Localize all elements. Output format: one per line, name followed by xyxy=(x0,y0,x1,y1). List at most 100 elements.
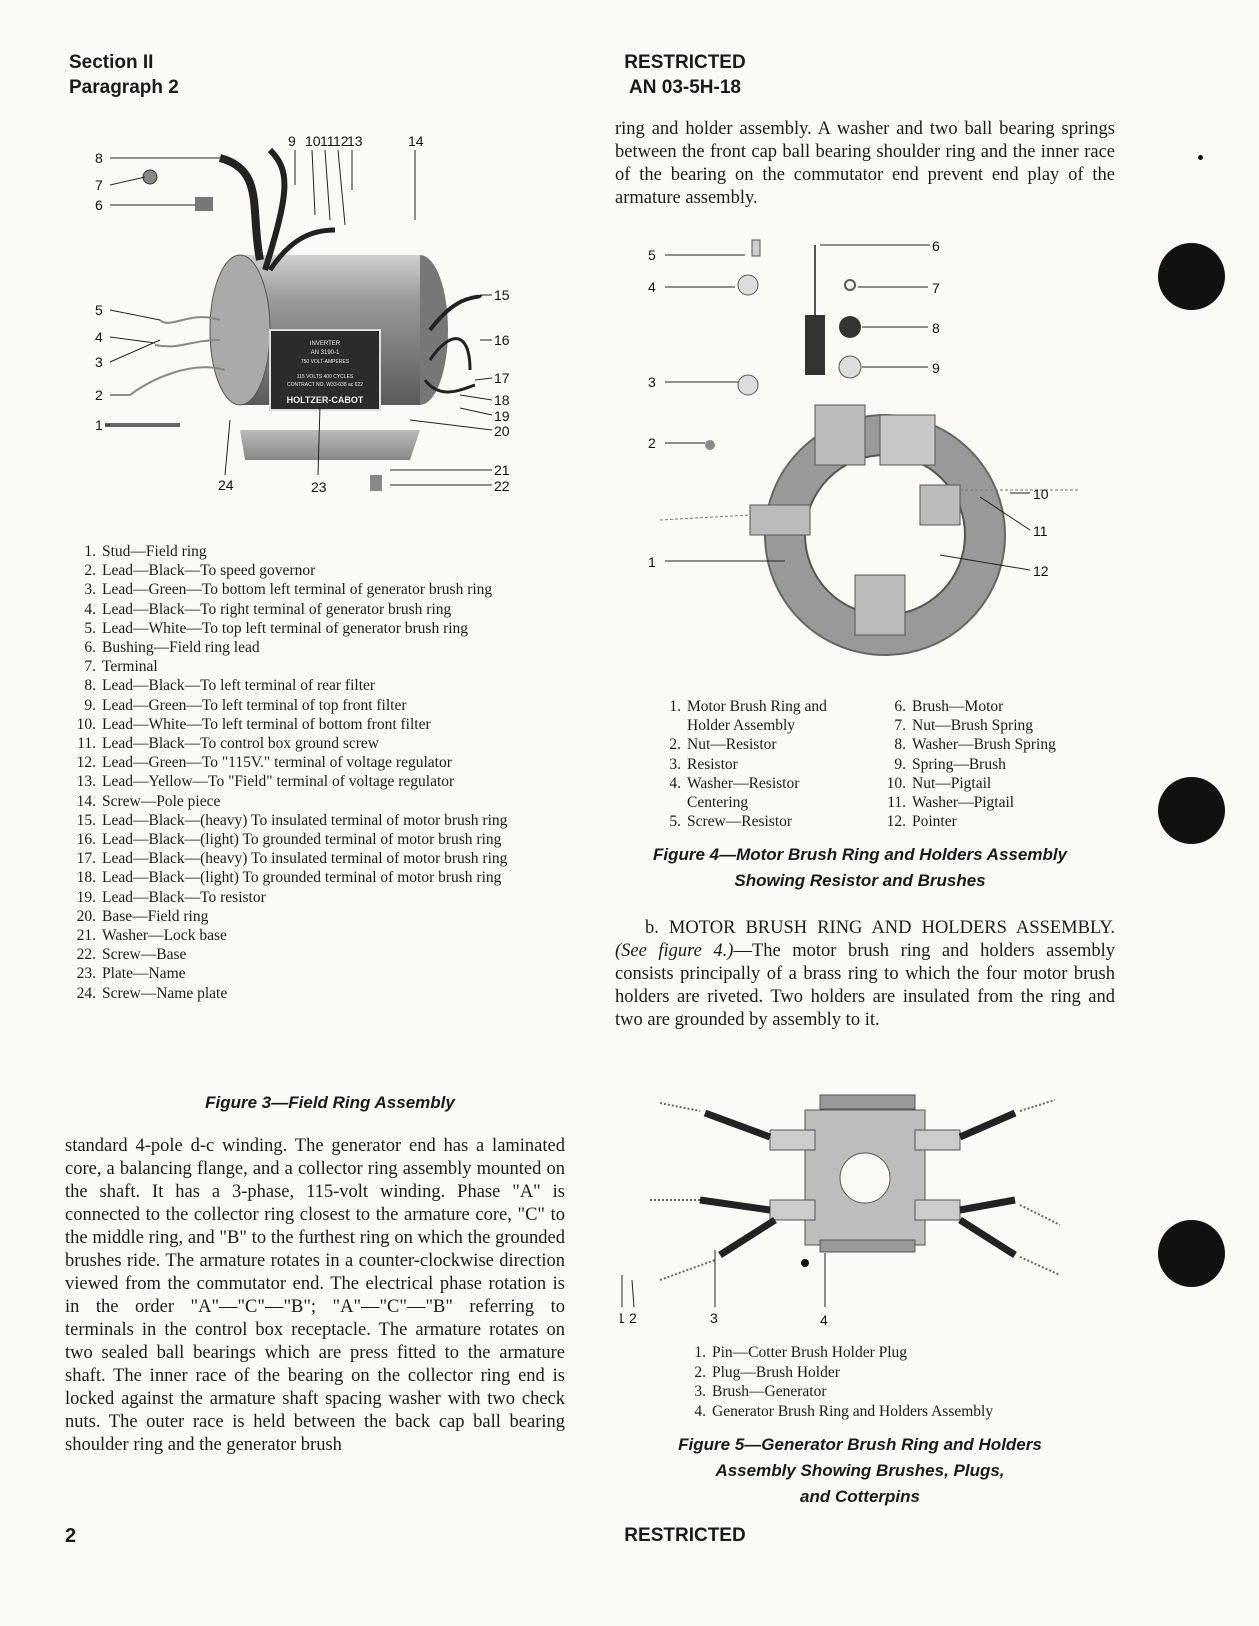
legend-item: 3.Lead—Green—To bottom left terminal of … xyxy=(70,580,610,599)
callout-24: 24 xyxy=(218,477,234,493)
callout-17: 17 xyxy=(494,370,510,386)
legend-item: 7.Nut—Brush Spring xyxy=(880,716,1130,735)
legend-item: 4. Washer—Resistor xyxy=(655,774,885,793)
legend-text: Base—Field ring xyxy=(102,907,209,925)
figure5-callouts: 1 2 3 4 xyxy=(620,1310,828,1325)
legend-text: Washer—Pigtail xyxy=(912,794,1015,812)
legend-text: Lead—Green—To "115V." terminal of voltag… xyxy=(102,754,452,772)
legend-number: 20. xyxy=(76,907,96,925)
callout-22: 22 xyxy=(494,478,510,494)
legend-item: 1.Motor Brush Ring and xyxy=(655,697,885,716)
legend-text: Lead—Black—(heavy) To insulated terminal… xyxy=(102,850,508,868)
page-number: 2 xyxy=(65,1525,77,1547)
brush-mr xyxy=(959,1196,1016,1214)
legend-item: 13.Lead—Yellow—To "Field" terminal of vo… xyxy=(70,772,610,791)
callout-1: 1 xyxy=(95,417,103,433)
punch-hole xyxy=(1158,777,1225,844)
callout-4: 4 xyxy=(95,329,103,345)
callout-19: 19 xyxy=(494,408,510,424)
legend-text: Screw—Name plate xyxy=(102,984,228,1002)
plate-brand: HOLTZER-CABOT xyxy=(287,395,364,405)
figure4-caption-line1: Figure 4—Motor Brush Ring and Holders As… xyxy=(652,845,1068,864)
left-body-text: standard 4-pole d-c winding. The generat… xyxy=(65,1136,565,1455)
legend-item: 3.Resistor xyxy=(655,755,885,774)
screw-5 xyxy=(751,239,761,257)
legend-text: Lead—Green—To bottom left terminal of ge… xyxy=(102,581,493,599)
legend-text: Pin—Cotter Brush Holder Plug xyxy=(712,1344,908,1361)
legend-text: Pointer xyxy=(912,813,957,831)
lead-3 xyxy=(154,339,221,348)
punch-hole xyxy=(1158,243,1225,310)
callout-23: 23 xyxy=(311,479,327,495)
brush-ml xyxy=(699,1196,771,1214)
callout-6: 6 xyxy=(932,238,940,254)
legend-text: Brush—Motor xyxy=(912,698,1004,715)
legend-text: Washer—Resistor xyxy=(687,774,800,792)
lead-8 xyxy=(218,154,264,261)
figure3-callouts: 8 7 6 5 4 3 2 1 9 10 11 12 13 14 15 16 1… xyxy=(95,133,510,495)
legend-text: Lead—Black—To speed governor xyxy=(102,562,316,580)
legend-text: Washer—Lock base xyxy=(102,927,227,945)
legend-item: 4.Lead—Black—To right terminal of genera… xyxy=(70,600,610,619)
legend-item: Centering xyxy=(655,793,885,812)
legend-item: 12. Lead—Green—To "115V." terminal of vol… xyxy=(70,753,610,772)
legend-text: Holder Assembly xyxy=(687,717,796,735)
legend-number: 1. xyxy=(669,698,681,715)
legend-number: 11. xyxy=(887,794,906,812)
nut-2 xyxy=(705,440,715,450)
legend-number: 12. xyxy=(76,754,96,772)
callout-1: 1 xyxy=(648,554,656,570)
callout-2: 2 xyxy=(95,387,103,403)
legend-item: 22.Screw—Base xyxy=(70,945,610,964)
legend-text: Lead—White—To top left terminal of gener… xyxy=(102,619,469,637)
legend-number: 10. xyxy=(886,774,906,792)
legend-text: Resistor xyxy=(687,755,738,773)
legend-item: 6.Brush—Motor xyxy=(880,697,1130,716)
callout-8: 8 xyxy=(95,150,103,166)
lead-15 xyxy=(428,293,482,332)
callout-11: 11 xyxy=(1033,523,1048,539)
legend-text: Bushing—Field ring lead xyxy=(102,639,260,657)
right-top-text: ring and holder assembly. A washer and t… xyxy=(615,119,1115,208)
legend-number: 5. xyxy=(669,813,681,831)
ring-bore xyxy=(839,1152,891,1204)
punch-hole xyxy=(1158,1220,1225,1287)
lead-11 xyxy=(267,227,336,272)
legend-item: 17.Lead—Black—(heavy) To insulated termi… xyxy=(70,849,610,868)
holder-lr xyxy=(914,1199,961,1221)
motor-brush-6 xyxy=(805,315,825,375)
legend-item: 5.Lead—White—To top left terminal of gen… xyxy=(70,619,610,638)
callout-12: 12 xyxy=(1033,563,1049,579)
callout-2: 2 xyxy=(629,1310,637,1325)
legend-text: Spring—Brush xyxy=(912,755,1006,773)
motor-front xyxy=(209,254,271,406)
nut-7 xyxy=(844,279,856,291)
legend-text: Lead—Black—To right terminal of generato… xyxy=(102,600,452,618)
legend-number: 7. xyxy=(84,658,96,676)
callout-11: 11 xyxy=(320,133,335,149)
figure5-caption: Figure 5—Generator Brush Ring and Holder… xyxy=(600,1432,1120,1510)
legend-number: 16. xyxy=(76,831,96,849)
legend-number: 1. xyxy=(694,1344,706,1361)
legend-number: 13. xyxy=(76,773,96,791)
dot-mark xyxy=(801,1259,809,1267)
legend-item: 1.Stud—Field ring xyxy=(70,542,610,561)
bushing-6 xyxy=(195,197,213,211)
legend-text: Lead—Black—To resistor xyxy=(102,888,266,906)
section-b-text: —The motor brush ring and holders assemb… xyxy=(615,941,1115,1030)
legend-number xyxy=(655,793,687,812)
section-b-heading: b. MOTOR BRUSH RING AND HOLDERS ASSEMBLY… xyxy=(645,918,1115,938)
legend-text: Lead—Black—(light) To grounded terminal … xyxy=(102,869,502,887)
ring-top-bar xyxy=(819,1094,916,1110)
figure4-caption: Figure 4—Motor Brush Ring and Holders As… xyxy=(600,842,1120,894)
legend-number: 4. xyxy=(669,774,681,792)
legend-item: 5. Screw—Resistor xyxy=(655,812,885,831)
callout-3: 3 xyxy=(710,1310,718,1325)
callout-21: 21 xyxy=(494,462,510,478)
screw-22 xyxy=(370,475,382,491)
legend-text: Screw—Resistor xyxy=(687,813,793,831)
legend-text: Lead—Green—To left terminal of top front… xyxy=(102,696,407,714)
legend-item: 6.Bushing—Field ring lead xyxy=(70,638,610,657)
